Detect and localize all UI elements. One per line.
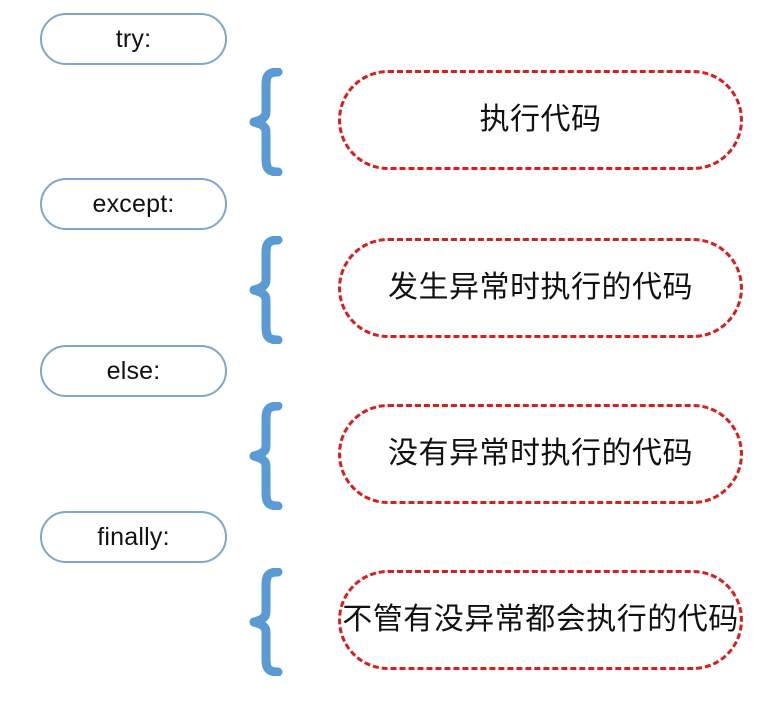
code-box-label: 执行代码 [479, 103, 602, 136]
code-box-label: 没有异常时执行的代码 [388, 437, 693, 470]
keyword-pill-except[interactable]: except: [40, 178, 227, 230]
left-curly-brace-icon [248, 568, 288, 676]
left-curly-brace-icon [248, 236, 288, 344]
left-curly-brace-icon [248, 68, 288, 176]
keyword-pill-try[interactable]: try: [40, 13, 227, 65]
keyword-pill-label: else: [106, 356, 161, 385]
code-box-except[interactable]: 发生异常时执行的代码 [338, 238, 743, 338]
code-box-finally[interactable]: 不管有没异常都会执行的代码 [338, 570, 743, 670]
keyword-pill-label: finally: [97, 522, 170, 551]
code-box-label: 不管有没异常都会执行的代码 [342, 603, 739, 636]
keyword-pill-else[interactable]: else: [40, 345, 227, 397]
code-box-label: 发生异常时执行的代码 [388, 271, 693, 304]
keyword-pill-label: try: [115, 24, 152, 53]
code-box-try[interactable]: 执行代码 [338, 70, 743, 170]
keyword-pill-finally[interactable]: finally: [40, 511, 227, 563]
left-curly-brace-icon [248, 402, 288, 510]
keyword-pill-label: except: [92, 189, 175, 218]
code-box-else[interactable]: 没有异常时执行的代码 [338, 404, 743, 504]
